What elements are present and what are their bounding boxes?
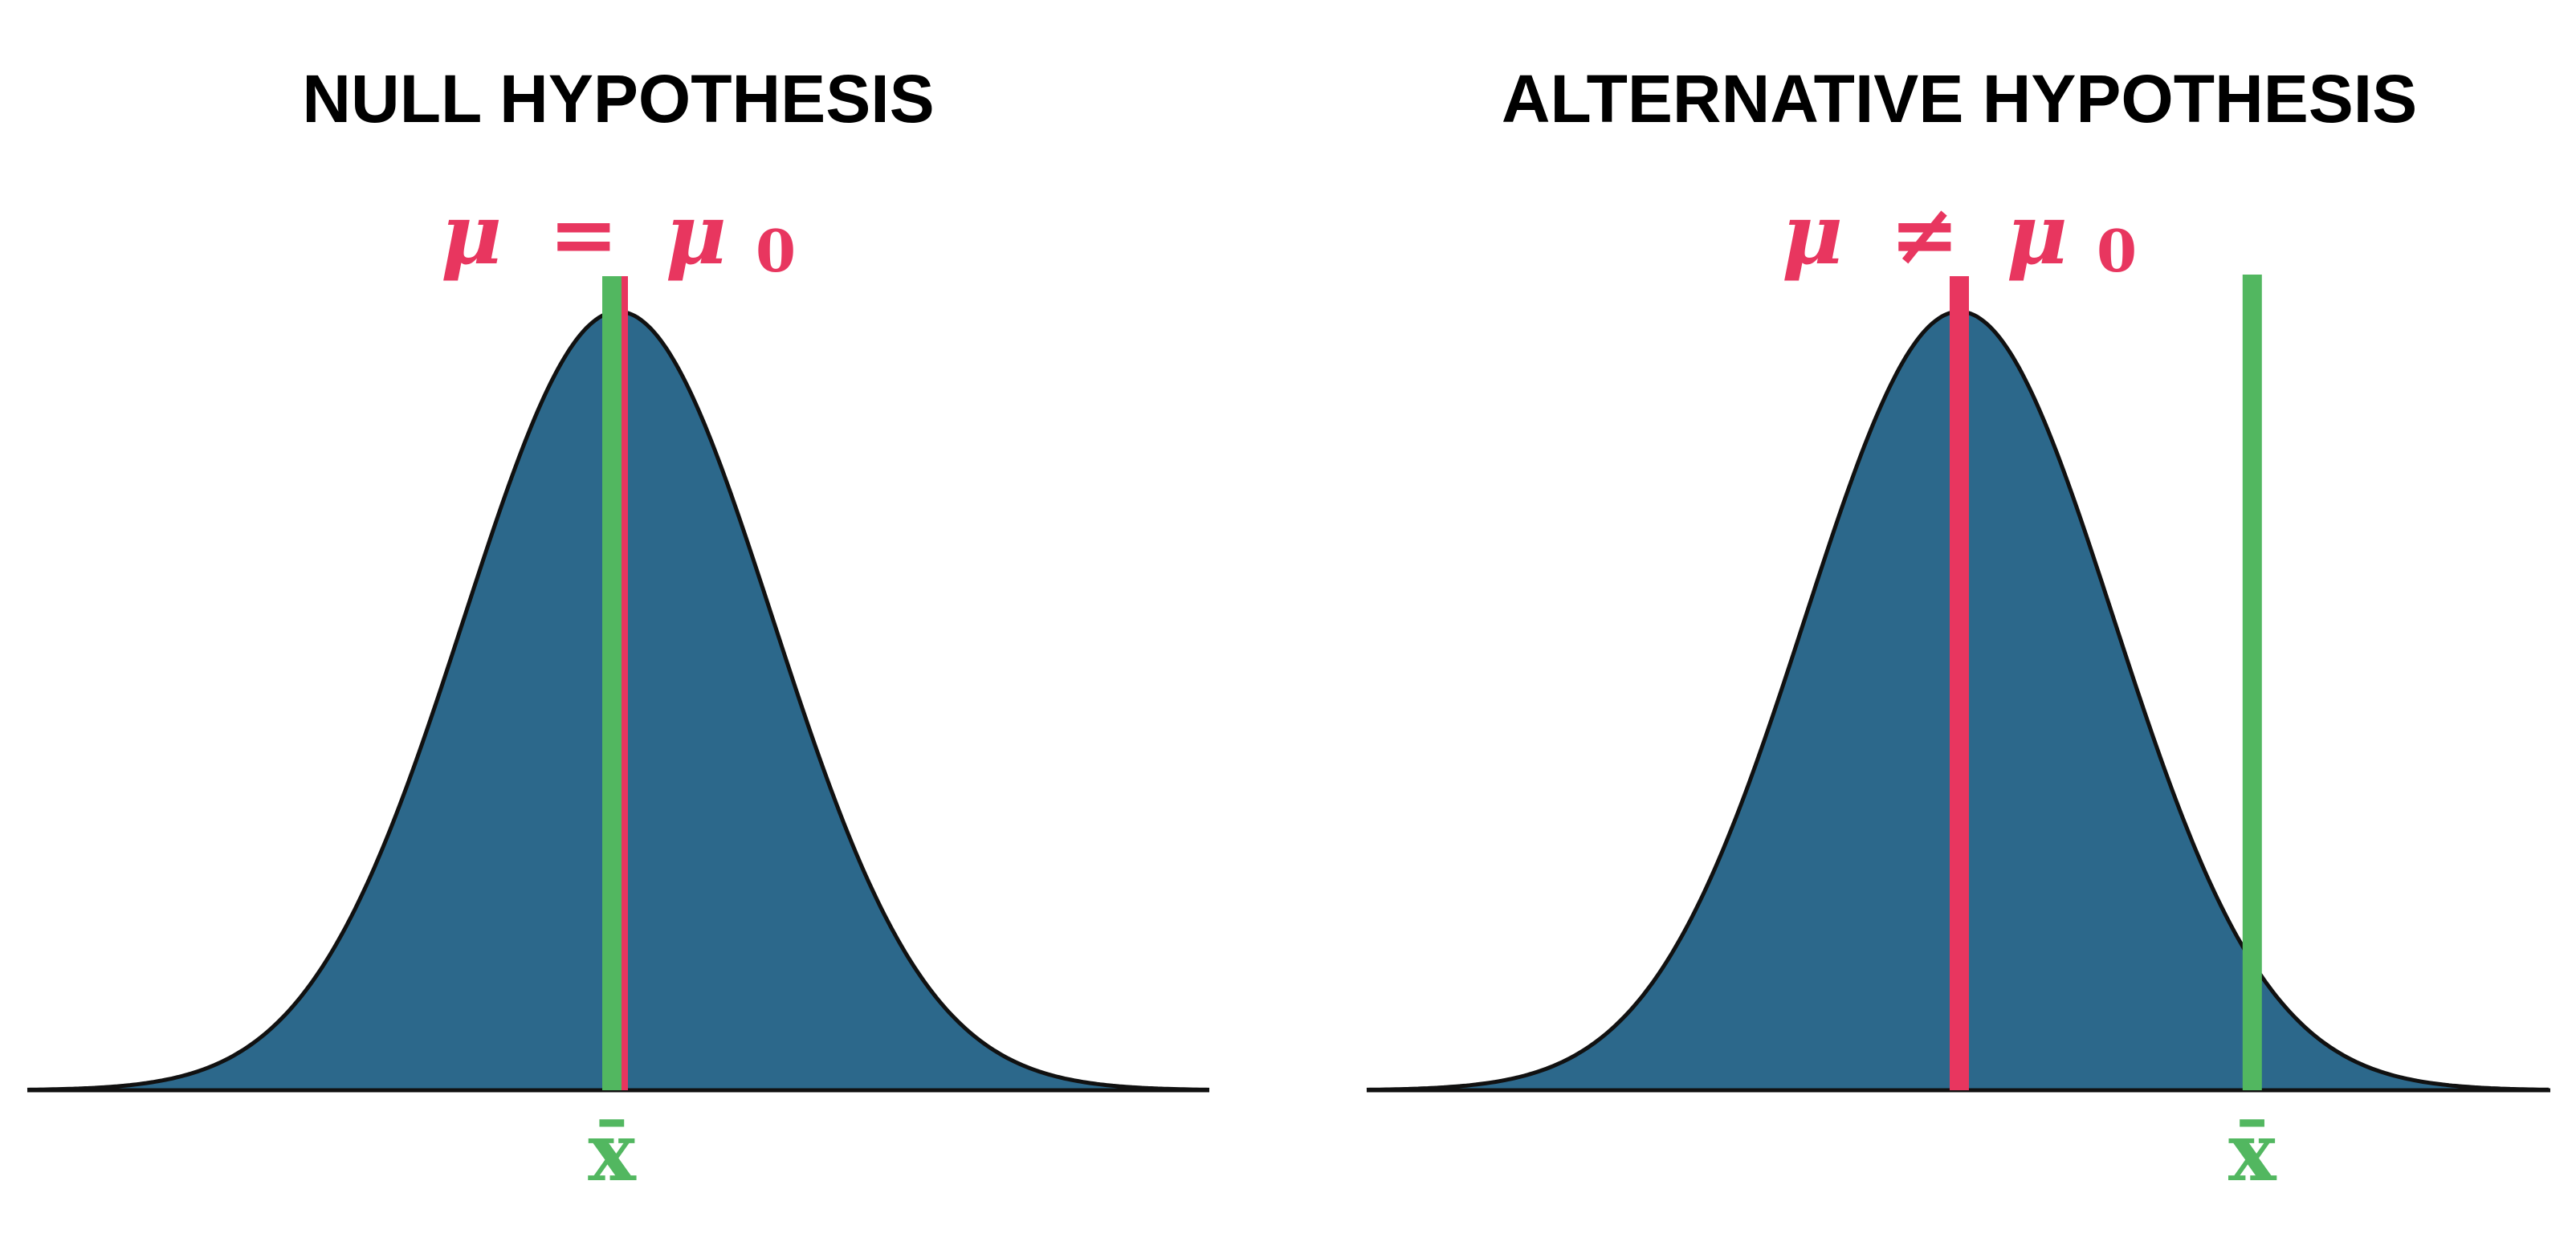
mu-zero-symbol: μ bbox=[2007, 185, 2068, 283]
panel-null-hypothesis: NULL HYPOTHESIS μ = μ 0 x̄ bbox=[26, 61, 1210, 1199]
sample-mean-label-null: x̄ bbox=[588, 1105, 637, 1199]
panel-title-null: NULL HYPOTHESIS bbox=[302, 61, 934, 136]
relation-symbol: = bbox=[548, 185, 618, 283]
relation-symbol: ≠ bbox=[1889, 185, 1959, 283]
sample-mean-label-alternative: x̄ bbox=[2228, 1105, 2277, 1199]
population-mean-line-alternative bbox=[1950, 276, 1969, 1090]
panel-title-alternative: ALTERNATIVE HYPOTHESIS bbox=[1502, 61, 2417, 136]
sample-mean-line-alternative bbox=[2242, 275, 2262, 1090]
mu-symbol: μ bbox=[441, 185, 502, 283]
mu-zero-subscript: 0 bbox=[2097, 217, 2137, 285]
hypothesis-label-null: μ = μ 0 bbox=[441, 185, 796, 285]
panel-alternative-hypothesis: ALTERNATIVE HYPOTHESIS μ ≠ μ 0 x̄ bbox=[1366, 61, 2550, 1199]
mu-zero-symbol: μ bbox=[666, 185, 727, 283]
mu-zero-subscript: 0 bbox=[756, 217, 796, 285]
mu-symbol: μ bbox=[1782, 185, 1843, 283]
sample-mean-line-null bbox=[602, 276, 622, 1090]
hypothesis-label-alternative: μ ≠ μ 0 bbox=[1782, 185, 2137, 285]
